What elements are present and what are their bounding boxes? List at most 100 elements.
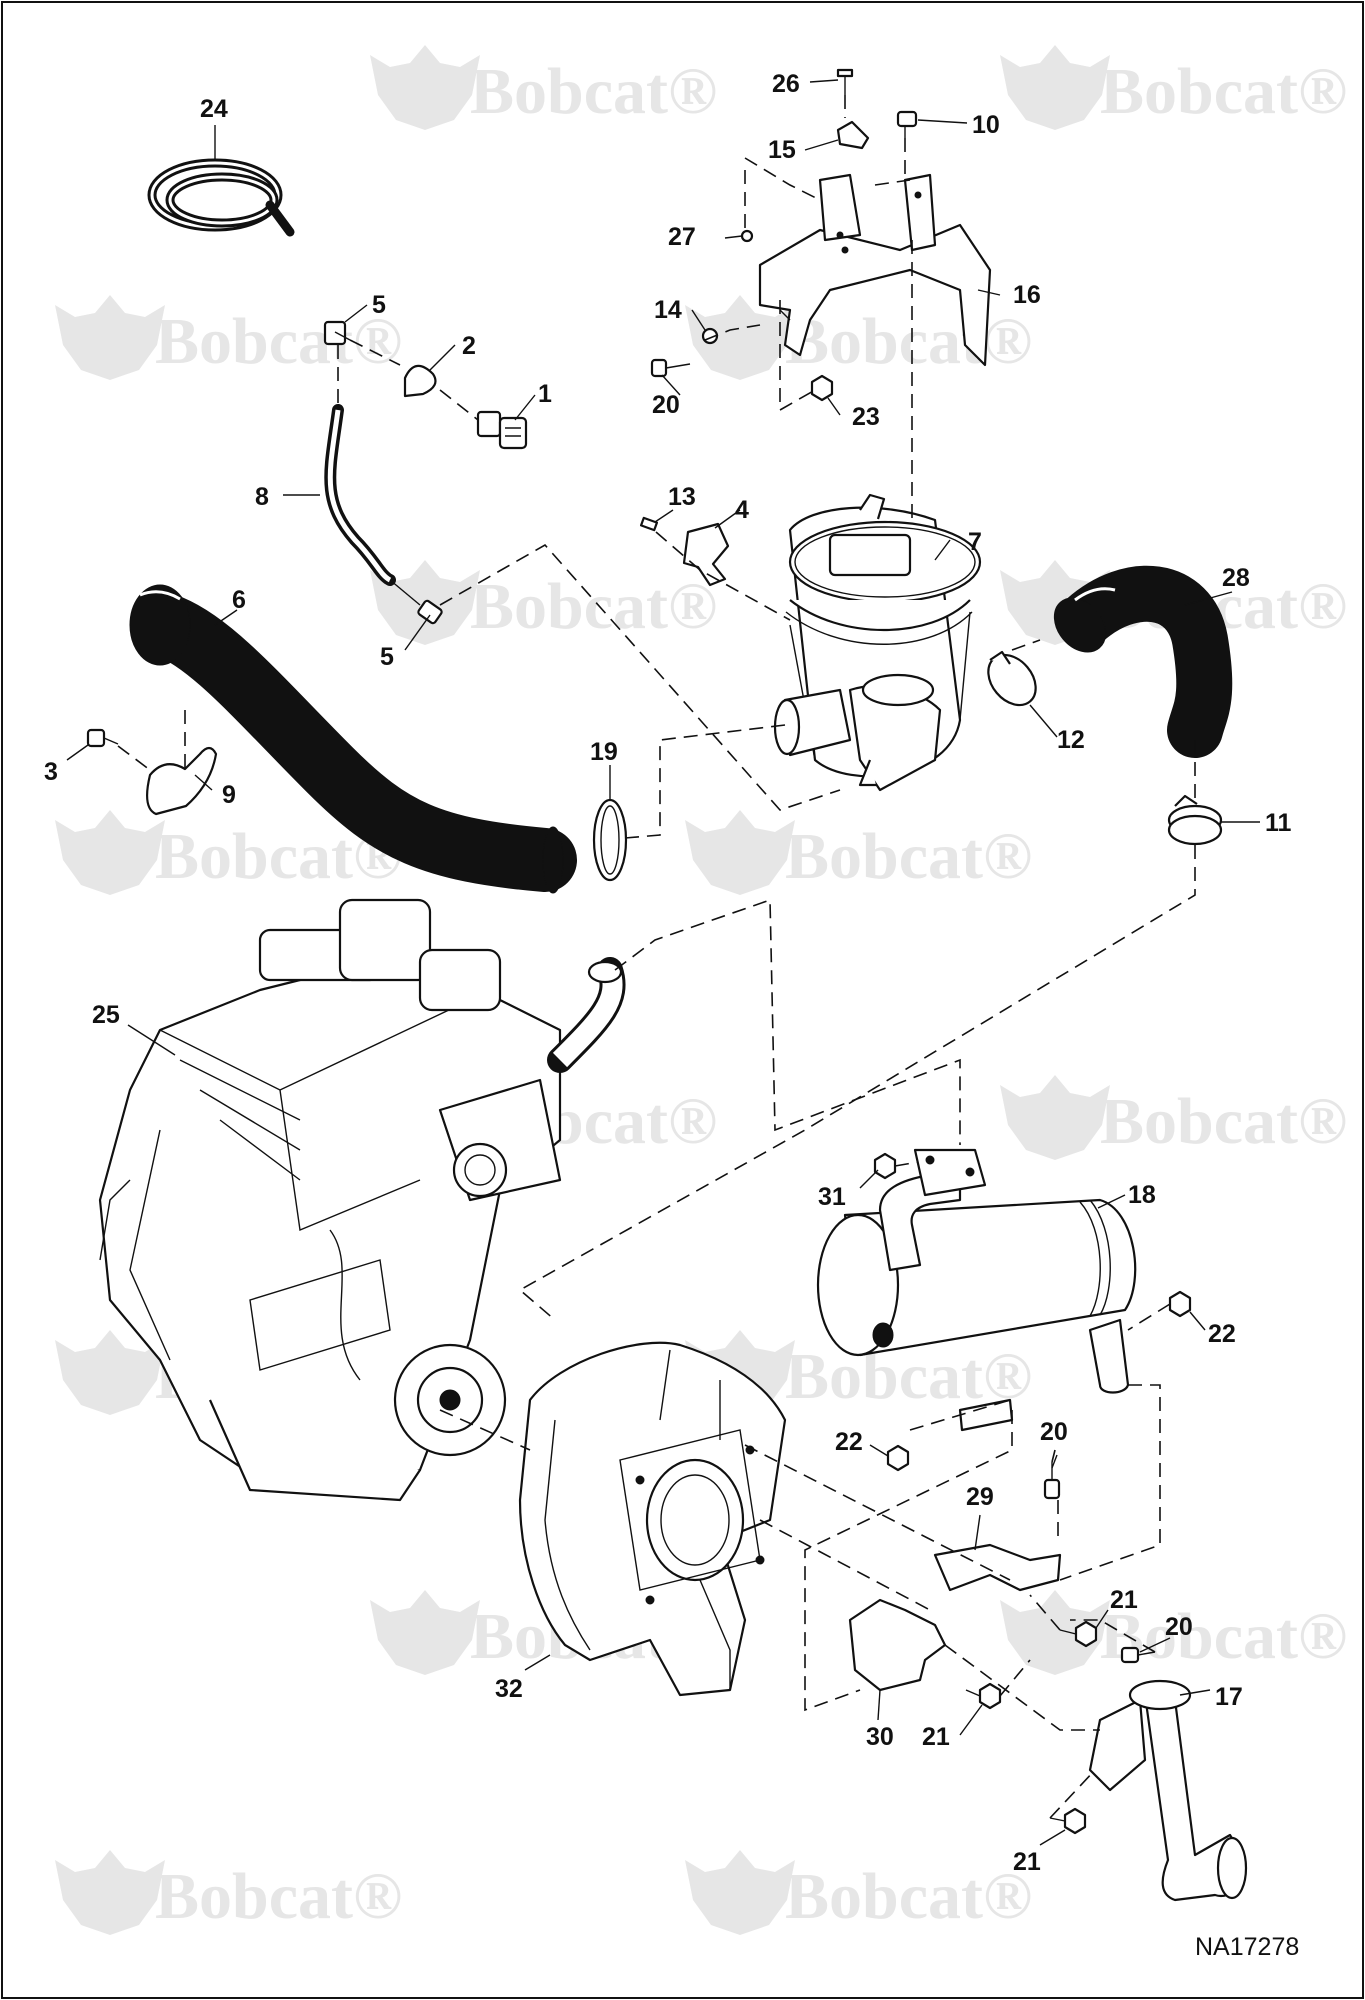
bolt-20-lower — [1120, 1646, 1156, 1664]
bobcat-head-icon — [685, 295, 795, 380]
watermark-text: Bobcat® — [1100, 1600, 1347, 1673]
bobcat-head-icon — [1000, 1590, 1110, 1675]
watermark-text: Bobcat® — [785, 305, 1032, 378]
muffler-bracket-29 — [933, 1543, 1062, 1592]
callout-5-lower: 5 — [380, 643, 394, 671]
watermark-text: Bobcat® — [785, 1860, 1032, 1933]
watermark-text: Bobcat® — [470, 570, 717, 643]
pressure-switch — [476, 410, 528, 450]
callout-24: 24 — [200, 95, 228, 123]
air-intake-hose — [129, 584, 577, 894]
callout-22-left: 22 — [835, 1428, 863, 1456]
bobcat-watermark: Bobcat® — [1000, 1590, 1347, 1675]
bobcat-watermark: Bobcat® — [370, 560, 717, 645]
bolt-20-middle — [1043, 1462, 1061, 1500]
nut-31 — [873, 1152, 897, 1180]
callout-30: 30 — [866, 1723, 894, 1751]
elbow-hose — [1053, 565, 1233, 758]
watermark-text: Bobcat® — [785, 1340, 1032, 1413]
callout-2: 2 — [462, 332, 476, 360]
hose-clamp-11 — [1167, 794, 1223, 846]
watermark-text: Bobcat® — [1100, 1085, 1347, 1158]
bobcat-watermark: Bobcat® — [685, 1850, 1032, 1935]
watermark-text: Bobcat® — [155, 1860, 402, 1933]
callout-9: 9 — [222, 781, 236, 809]
air-cleaner-bracket — [758, 173, 992, 367]
bobcat-head-icon — [685, 1850, 795, 1935]
callout-20-middle: 20 — [1040, 1418, 1068, 1446]
leader-lines — [66, 79, 1260, 1846]
bobcat-head-icon — [370, 1590, 480, 1675]
callout-25: 25 — [92, 1001, 120, 1029]
callout-4: 4 — [735, 496, 749, 524]
parts-layer — [86, 68, 1248, 1902]
callout-32: 32 — [495, 1675, 523, 1703]
callout-labels: 24 5 2 1 8 13 4 7 6 5 28 3 9 19 12 11 26… — [44, 70, 1292, 1876]
muffler-bracket-30 — [848, 1598, 947, 1692]
sensor-line — [324, 404, 443, 625]
screw-26 — [836, 68, 854, 95]
callout-23: 23 — [852, 403, 880, 431]
bobcat-watermark: Bobcat® — [685, 295, 1032, 380]
bobcat-head-icon — [55, 1330, 165, 1415]
callout-14: 14 — [654, 296, 682, 324]
watermark-text: Bobcat® — [155, 305, 402, 378]
callout-18: 18 — [1128, 1181, 1156, 1209]
nut-27 — [740, 229, 754, 243]
bobcat-head-icon — [1000, 1075, 1110, 1160]
mounting-bolt — [86, 728, 119, 748]
bobcat-head-icon — [370, 45, 480, 130]
callout-27: 27 — [668, 223, 696, 251]
callout-29: 29 — [966, 1483, 994, 1511]
bolt-20-upper — [650, 358, 691, 378]
bobcat-head-icon — [55, 1850, 165, 1935]
coiled-tube — [147, 158, 295, 237]
bobcat-watermark: Bobcat® — [55, 1850, 402, 1935]
hose-bracket — [145, 746, 218, 816]
sensor-bracket — [682, 522, 730, 587]
bobcat-watermark: Bobcat® — [55, 295, 402, 380]
callout-1: 1 — [538, 380, 552, 408]
callout-19: 19 — [590, 738, 618, 766]
callout-11: 11 — [1265, 809, 1292, 837]
bobcat-head-icon — [1000, 45, 1110, 130]
bolt-21-a — [1059, 1620, 1098, 1648]
flywheel-housing — [518, 1341, 787, 1697]
callout-20-upper: 20 — [652, 391, 680, 419]
callout-5-upper: 5 — [372, 291, 386, 319]
watermark-text: Bobcat® — [785, 820, 1032, 893]
callout-26: 26 — [772, 70, 800, 98]
bolt-21-b — [965, 1682, 1002, 1710]
band-clamp-19 — [592, 798, 628, 882]
callout-21-middle: 21 — [922, 1723, 950, 1751]
callout-10-label: 10 — [972, 111, 1000, 139]
bobcat-watermark: Bobcat® — [685, 810, 1032, 895]
elbow-fitting-upper — [323, 320, 351, 346]
bobcat-head-icon — [55, 295, 165, 380]
tail-pipe — [1088, 1679, 1248, 1902]
engine — [98, 898, 626, 1502]
bobcat-watermark: Bobcat® — [1000, 45, 1347, 130]
callout-17: 17 — [1215, 1683, 1243, 1711]
callout-13: 13 — [668, 483, 696, 511]
callout-21-upper: 21 — [1110, 1586, 1138, 1614]
watermark-text: Bobcat® — [470, 55, 717, 128]
watermark-text: Bobcat® — [1100, 55, 1347, 128]
callout-16: 16 — [1013, 281, 1041, 309]
nut-22-left — [886, 1444, 910, 1472]
callout-7: 7 — [968, 528, 982, 556]
callout-21-lower: 21 — [1013, 1848, 1041, 1876]
callout-28: 28 — [1222, 564, 1250, 592]
muffler — [816, 1148, 1137, 1432]
bobcat-head-icon — [55, 810, 165, 895]
callout-20-lower: 20 — [1165, 1613, 1193, 1641]
air-cleaner-assembly — [773, 493, 982, 792]
bobcat-head-icon — [685, 810, 795, 895]
callout-8-label: 8 — [255, 483, 269, 511]
bobcat-watermark: Bobcat® — [370, 45, 717, 130]
nut-22-right — [1168, 1290, 1192, 1318]
bolt-10 — [896, 110, 918, 138]
